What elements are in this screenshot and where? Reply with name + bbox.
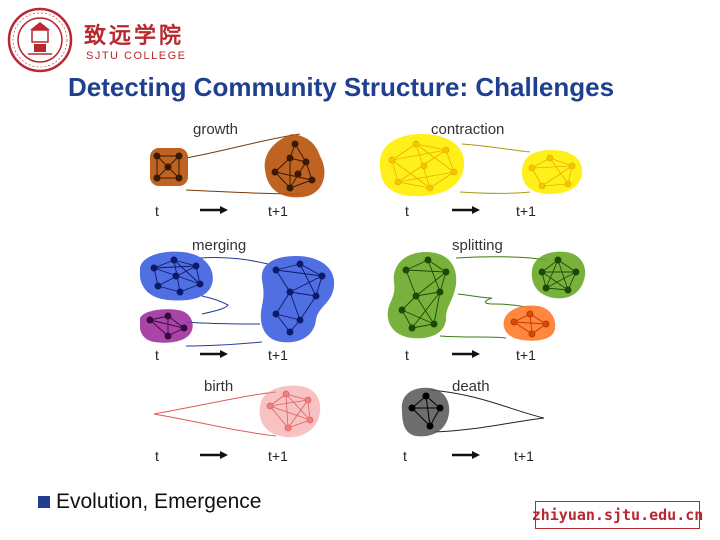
community-evolution-diagram: growth t t+1 contraction	[140, 121, 586, 464]
time-label-t: t	[155, 448, 159, 464]
website-watermark: zhiyuan.sjtu.edu.cn	[532, 501, 703, 529]
time-label-t1: t+1	[268, 448, 288, 464]
time-label-t: t	[405, 203, 409, 219]
panel-growth: growth t t+1	[150, 121, 325, 219]
time-label-t: t	[403, 448, 407, 464]
time-label-t1: t+1	[268, 203, 288, 219]
logo-english-name: SJTU COLLEGE	[86, 50, 187, 62]
slide-title: Detecting Community Structure: Challenge…	[68, 72, 615, 102]
bullet-square-icon	[38, 496, 50, 508]
panel-label-birth: birth	[204, 378, 233, 395]
time-label-t1: t+1	[268, 347, 288, 363]
panel-label-growth: growth	[193, 121, 238, 138]
panel-contraction: contraction t t+1	[379, 121, 583, 219]
panel-merging: merging	[140, 237, 335, 363]
panel-label-merging: merging	[192, 237, 246, 254]
time-label-t1: t+1	[516, 203, 536, 219]
bullet-item: Evolution, Emergence	[38, 490, 261, 514]
time-label-t: t	[155, 203, 159, 219]
time-label-t1: t+1	[514, 448, 534, 464]
sjtu-seal-icon	[7, 7, 73, 73]
panel-splitting: splitting	[387, 237, 586, 363]
panel-label-splitting: splitting	[452, 237, 503, 254]
panel-label-contraction: contraction	[431, 121, 504, 138]
panel-birth: birth t t+1	[153, 378, 321, 464]
logo-chinese-name: 致远学院	[84, 24, 185, 49]
time-label-t: t	[155, 347, 159, 363]
time-label-t1: t+1	[516, 347, 536, 363]
time-label-t: t	[405, 347, 409, 363]
bullet-text: Evolution, Emergence	[56, 490, 262, 513]
sjtu-college-logo: 致远学院 SJTU COLLEGE	[6, 6, 196, 74]
panel-label-death: death	[452, 378, 490, 395]
panel-death: death t t+1	[401, 378, 545, 464]
